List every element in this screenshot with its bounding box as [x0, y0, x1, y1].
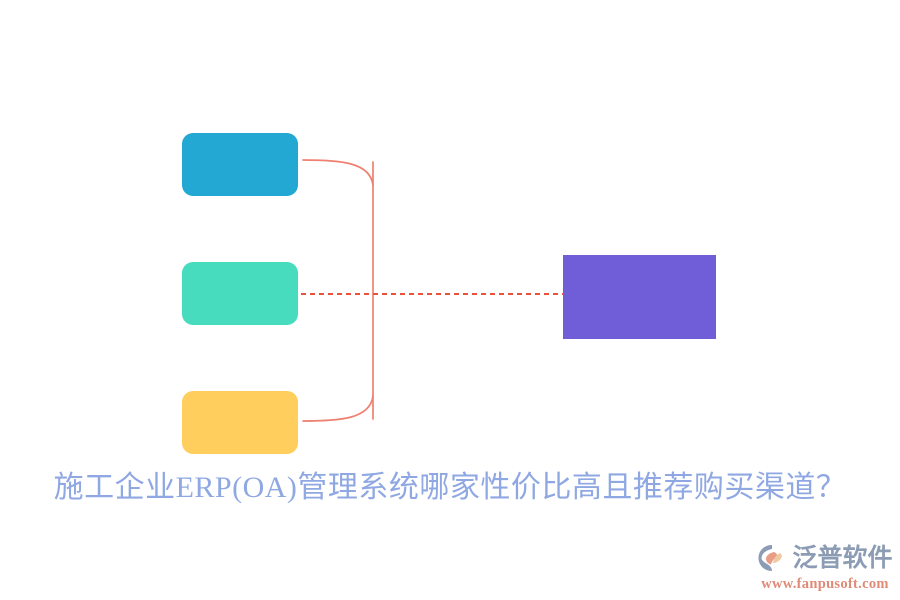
connector-yellow-to-spine [302, 395, 374, 422]
node-yellow[interactable] [182, 391, 298, 454]
watermark-url: www.fanpusoft.com [761, 576, 889, 592]
node-blue[interactable] [182, 133, 298, 196]
watermark-brand-name: 泛普软件 [792, 544, 893, 572]
fanpu-logo-icon [758, 545, 783, 571]
connector-blue-to-spine [302, 159, 374, 186]
watermark-brand-row: 泛普软件 [757, 541, 893, 575]
node-green[interactable] [182, 262, 298, 325]
caption-title: 施工企业ERP(OA)管理系统哪家性价比高且推荐购买渠道？ [53, 471, 847, 504]
node-purple[interactable] [563, 255, 716, 339]
watermark-logo: 泛普软件 www.fanpusoft.com [755, 538, 895, 596]
